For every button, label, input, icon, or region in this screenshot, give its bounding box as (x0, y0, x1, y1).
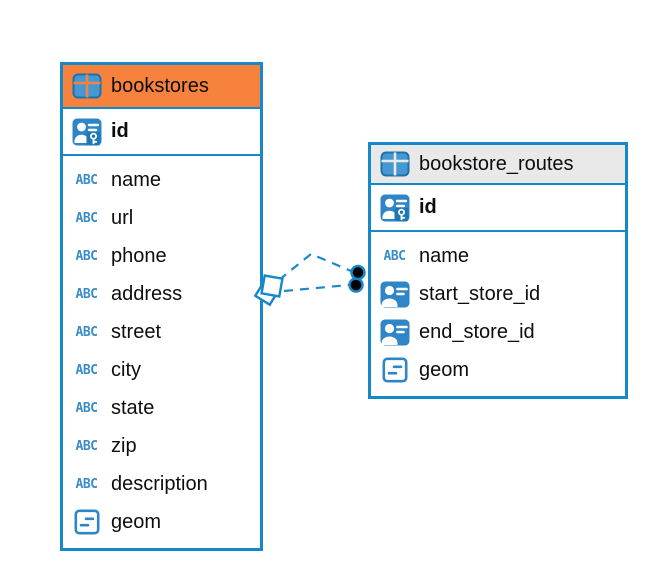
text-type-icon: ABC (75, 400, 98, 416)
foreign-key-icon (379, 319, 410, 346)
text-type-icon: ABC (75, 324, 98, 340)
column-label: geom (111, 510, 162, 533)
table-header-bookstores[interactable]: bookstores (63, 65, 260, 109)
column-label: address (111, 282, 183, 305)
column-row[interactable]: start_store_id (371, 275, 625, 313)
columns-section: ABC name ABC url ABC phone ABC address A… (63, 156, 260, 548)
text-type-icon: ABC (383, 248, 406, 264)
table-title: bookstore_routes (419, 152, 574, 175)
text-type-icon: ABC (75, 286, 98, 302)
column-label: phone (111, 244, 167, 267)
column-label: end_store_id (419, 320, 535, 343)
column-row[interactable]: ABC address (63, 275, 260, 313)
column-label: state (111, 396, 155, 419)
column-row[interactable]: ABC description (63, 465, 260, 503)
primary-key-icon (71, 118, 102, 146)
column-label: name (419, 244, 470, 267)
column-label: start_store_id (419, 282, 541, 305)
column-row[interactable]: ABC phone (63, 237, 260, 275)
text-type-icon: ABC (75, 210, 98, 226)
column-row[interactable]: ABC street (63, 313, 260, 351)
column-row[interactable]: ABC name (371, 237, 625, 275)
column-row[interactable]: geom (371, 351, 625, 389)
table-node-bookstores[interactable]: bookstores id ABC name ABC url ABC phone… (60, 62, 263, 551)
column-row[interactable]: end_store_id (371, 313, 625, 351)
columns-section: ABC name start_store_id end_store_id ge (371, 232, 625, 396)
table-icon (71, 73, 102, 99)
text-type-icon: ABC (75, 172, 98, 188)
column-label: city (111, 358, 141, 381)
column-label: zip (111, 434, 137, 457)
column-row[interactable]: ABC state (63, 389, 260, 427)
table-header-bookstore-routes[interactable]: bookstore_routes (371, 145, 625, 185)
column-label: id (111, 120, 129, 142)
table-node-bookstore-routes[interactable]: bookstore_routes id ABC name start_store… (368, 142, 628, 399)
column-label: name (111, 168, 162, 191)
text-type-icon: ABC (75, 248, 98, 264)
column-label: street (111, 320, 162, 343)
column-row[interactable]: ABC url (63, 199, 260, 237)
relationship-target-dot-markers[interactable] (348, 264, 366, 293)
geometry-type-icon (379, 357, 410, 383)
table-icon (379, 151, 410, 177)
text-type-icon: ABC (75, 438, 98, 454)
relationship-line-end-store-id[interactable] (283, 283, 350, 293)
column-label: geom (419, 358, 470, 381)
text-type-icon: ABC (75, 476, 98, 492)
column-row[interactable]: ABC zip (63, 427, 260, 465)
column-row[interactable]: ABC city (63, 351, 260, 389)
text-type-icon: ABC (75, 362, 98, 378)
foreign-key-icon (379, 281, 410, 308)
column-label: url (111, 206, 134, 229)
column-row-pk[interactable]: id (371, 185, 625, 232)
column-label: id (419, 196, 437, 218)
column-row-pk[interactable]: id (63, 109, 260, 156)
column-row[interactable]: geom (63, 503, 260, 541)
geometry-type-icon (71, 509, 102, 535)
relationship-line-start-store-id[interactable] (278, 252, 352, 281)
column-row[interactable]: ABC name (63, 161, 260, 199)
table-title: bookstores (111, 74, 209, 97)
column-label: description (111, 472, 208, 495)
primary-key-icon (379, 194, 410, 222)
